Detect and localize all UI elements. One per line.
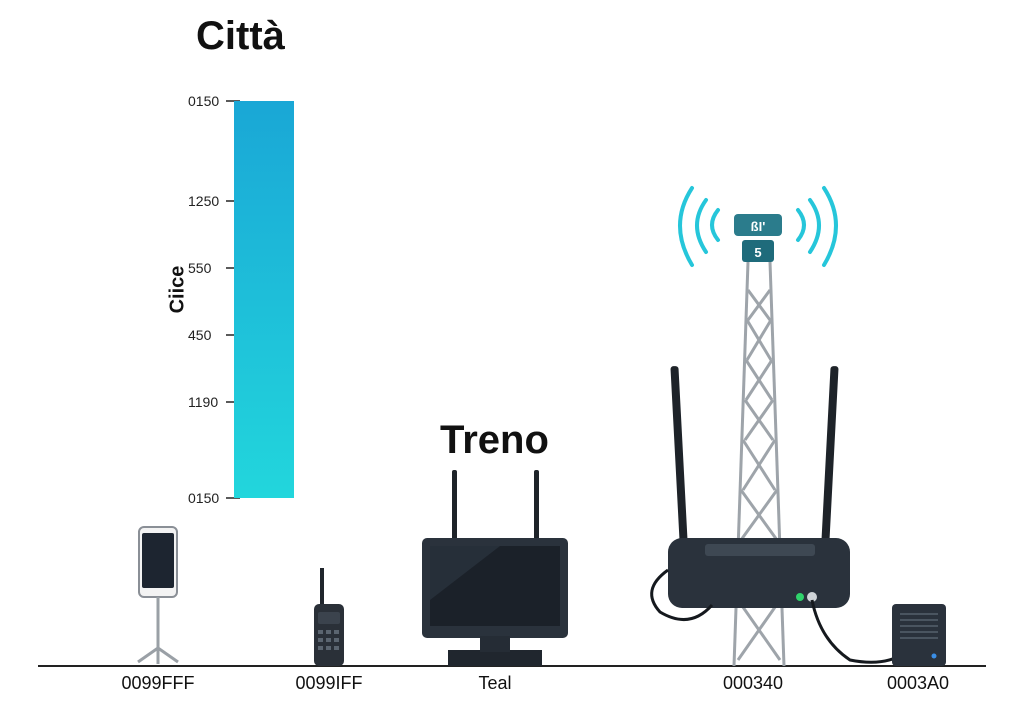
y-axis-ticks: 0150 1250 550 450 1190 0150: [188, 93, 240, 506]
y-tick-label: 0150: [188, 490, 219, 506]
y-tick-label: 0150: [188, 93, 219, 109]
walkie-talkie-icon: [314, 568, 344, 666]
tower-badge: ßΙ' 5: [734, 214, 782, 262]
router-icon: [650, 366, 901, 664]
x-tick-label: 0099IFF: [295, 673, 363, 693]
speaker-icon: [892, 604, 946, 666]
y-tick-label: 550: [188, 260, 212, 276]
chart-subtitle: Treno: [440, 418, 549, 462]
x-tick-label: 0003A0: [886, 673, 950, 693]
svg-text:5: 5: [754, 245, 761, 260]
y-tick-label: 1250: [188, 193, 219, 209]
chart-title: Città: [196, 14, 285, 58]
y-tick-label: 1190: [188, 394, 218, 410]
x-tick-label: 000340: [722, 673, 784, 693]
bar-0099FFF: [234, 101, 294, 498]
x-tick-label: Teal: [478, 673, 512, 693]
signal-waves-icon: [678, 186, 838, 267]
y-tick-label: 450: [188, 327, 212, 343]
svg-text:ßΙ': ßΙ': [751, 219, 766, 234]
x-tick-label: 0099FFF: [121, 673, 195, 693]
monitor-icon: [422, 470, 568, 666]
smartphone-icon: [137, 526, 179, 664]
